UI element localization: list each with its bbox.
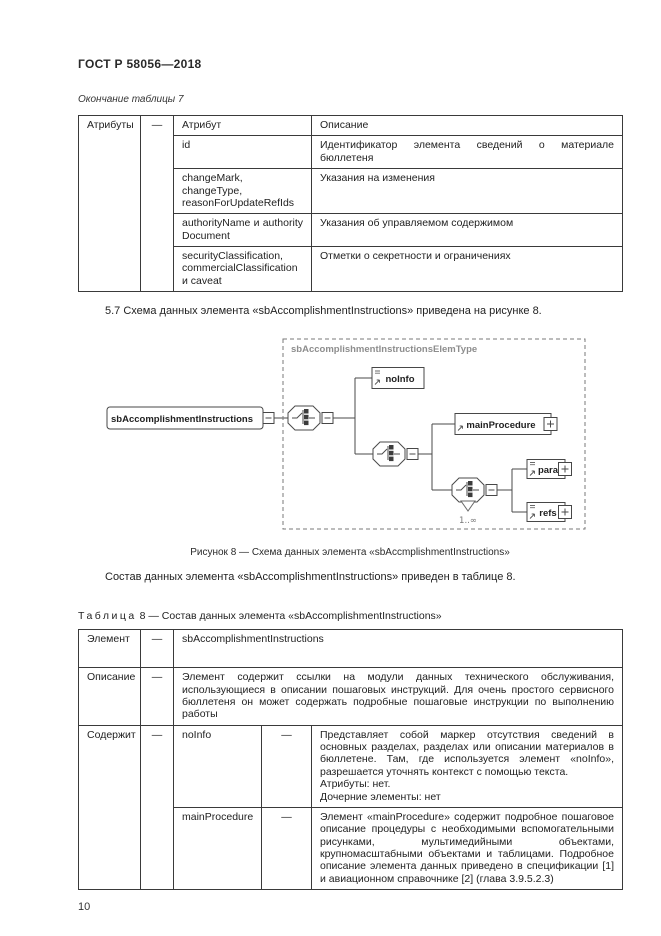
multiplicity-label: 1..∞ (459, 516, 477, 526)
complex-type-label: sbAccomplishmentInstructionsElemType (291, 344, 477, 355)
table8-row-description: Описание — Элемент содержит ссылки на мо… (78, 667, 623, 726)
repeat-triangle-icon (460, 500, 476, 512)
node-para: para (512, 459, 572, 480)
table7: Атрибуты — Атрибут Описание id Идентифик… (78, 114, 623, 293)
para-label: para (538, 465, 559, 476)
table8-noinfo-desc-line2: Атрибуты: нет. (320, 778, 391, 791)
table8-noinfo-desc-line3: Дочерние элементы: нет (320, 790, 441, 803)
table8-description-value: Элемент содержит ссылки на модули данных… (173, 667, 623, 726)
table8-title-number: 8 (139, 610, 146, 623)
table7-row-security: securityClassification, commercialClassi… (79, 245, 623, 293)
table8-element-dash: — (140, 629, 174, 669)
table7-group-cell: Атрибуты (78, 114, 141, 293)
table8-mainprocedure-desc: Элемент «mainProcedure» содержит подробн… (311, 806, 623, 891)
table7-attr-header: Атрибут (173, 114, 312, 137)
table8-element-value: sbAccomplishmentInstructions (173, 629, 623, 669)
table8-noinfo-dash: — (261, 724, 312, 808)
table7-desc-security: Отметки о секретности и ограничениях (311, 245, 623, 293)
complex-type-container: sbAccomplishmentInstructionsElemType (282, 338, 586, 530)
table7-group-dash: — (140, 114, 174, 293)
table7-desc-authorityname: Указания об управляемом содержимом (311, 213, 623, 247)
mainprocedure-label: mainProcedure (466, 420, 535, 431)
table8-contains-label: Содержит (78, 724, 141, 891)
table8-title-word: Таблица (78, 610, 137, 623)
table8-contains-dash: — (140, 724, 174, 891)
paragraph-after-figure: Состав данных элемента «sbAccomplishment… (105, 571, 516, 584)
root-element-label: sbAccomplishmentInstructions (111, 414, 253, 425)
table8-element-label: Элемент (78, 629, 141, 669)
connector-sequence-2 (355, 424, 433, 491)
figure8-caption: Рисунок 8 — Схема данных элемента «sbAcc… (190, 547, 510, 559)
table8-title-rest: — Состав данных элемента «sbAccomplishme… (148, 610, 442, 623)
connector-sequence-1 (287, 378, 356, 455)
node-noinfo: noInfo (355, 367, 425, 390)
table7-header-row: Атрибуты — Атрибут Описание (78, 114, 623, 293)
table8-description-label: Описание (78, 667, 141, 726)
table8-row-element: Элемент — sbAccomplishmentInstructions (78, 629, 623, 669)
table7-continuation-label: Окончание таблицы 7 (78, 94, 184, 105)
node-mainprocedure: mainProcedure (432, 413, 558, 436)
document-title: ГОСТ Р 58056—2018 (78, 57, 202, 71)
table8-mainprocedure-dash: — (261, 806, 312, 891)
table8-noinfo-desc: Представляет собой маркер отсутствия све… (311, 724, 623, 808)
table8-description-dash: — (140, 667, 174, 726)
table7-attr-authorityname: authorityName и authority Document (173, 213, 312, 247)
table7-desc-header: Описание (311, 114, 623, 137)
table7-row-changemark: changeMark, changeType, reasonForUpdateR… (79, 168, 623, 215)
table7-desc-id: Идентификатор элемента сведений о матери… (311, 135, 623, 170)
connector-choice-3: 1..∞ (432, 469, 513, 526)
table8-mainprocedure-name: mainProcedure (173, 806, 262, 891)
table8: Элемент — sbAccomplishmentInstructions О… (78, 629, 623, 891)
table8-noinfo-desc-line1: Представляет собой маркер отсутствия све… (320, 728, 614, 778)
table8-noinfo-name: noInfo (173, 724, 262, 808)
node-refs: refs (512, 502, 572, 523)
figure8-diagram: sbAccomplishmentInstructions sbAccomplis… (78, 336, 622, 538)
noinfo-label: noInfo (385, 374, 414, 385)
page-number: 10 (78, 901, 91, 914)
node-root-element: sbAccomplishmentInstructions (106, 406, 288, 430)
table8-row-noinfo: Содержит — noInfo — Представляет собой м… (78, 724, 623, 891)
table8-row-mainprocedure: mainProcedure — Элемент «mainProcedure» … (79, 806, 623, 891)
paragraph-5-7: 5.7 Схема данных элемента «sbAccomplishm… (105, 305, 542, 318)
table7-attr-changemark: changeMark, changeType, reasonForUpdateR… (173, 168, 312, 215)
table7-attr-id: id (173, 135, 312, 170)
table8-title: Таблица 8 — Состав данных элемента «sbAc… (78, 610, 622, 622)
schema-diagram-canvas: sbAccomplishmentInstructions sbAccomplis… (106, 338, 586, 530)
refs-label: refs (539, 508, 556, 519)
table7-desc-changemark: Указания на изменения (311, 168, 623, 215)
table7-attr-security: securityClassification, commercialClassi… (173, 245, 312, 293)
table7-row-authorityname: authorityName и authority Document Указа… (79, 213, 623, 247)
